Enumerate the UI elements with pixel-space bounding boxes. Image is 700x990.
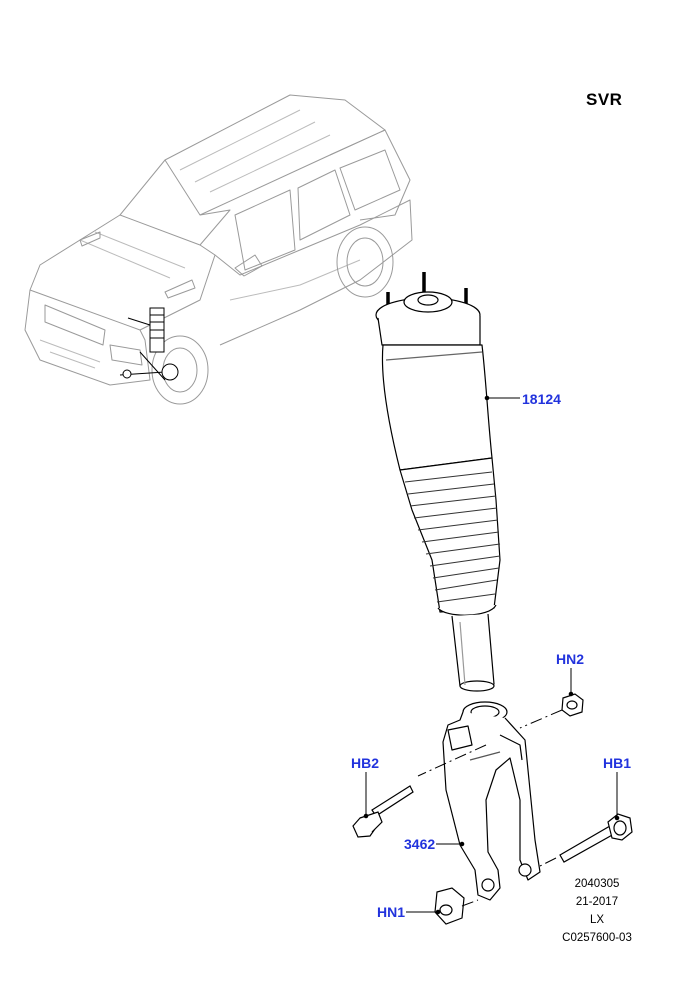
assembly-alignment-lines	[417, 709, 563, 907]
callout-3462[interactable]: 3462	[404, 836, 436, 852]
flange-bolt-left	[352, 785, 414, 838]
callout-hb1[interactable]: HB1	[603, 755, 632, 771]
strut-clamp-bracket	[442, 701, 541, 901]
flange-nut-lower	[434, 887, 465, 925]
reference-code: 2040305	[574, 878, 620, 890]
air-strut-assembly	[375, 272, 501, 692]
flange-nut-upper	[561, 693, 584, 717]
callout-hn2[interactable]: HN2	[556, 651, 585, 667]
reference-catalog-id: C0257600-03	[562, 932, 632, 944]
vehicle-illustration	[24, 94, 413, 405]
callout-leader-lines	[363, 395, 620, 915]
callout-hb2[interactable]: HB2	[351, 755, 380, 771]
flange-bolt-right	[559, 813, 633, 863]
callout-hn1[interactable]: HN1	[377, 904, 406, 920]
reference-region: LX	[589, 914, 605, 926]
vehicle-strut-location-highlight	[119, 307, 179, 381]
callout-18124[interactable]: 18124	[522, 391, 561, 407]
reference-date: 21-2017	[575, 896, 619, 908]
model-variant-label: SVR	[586, 90, 623, 109]
